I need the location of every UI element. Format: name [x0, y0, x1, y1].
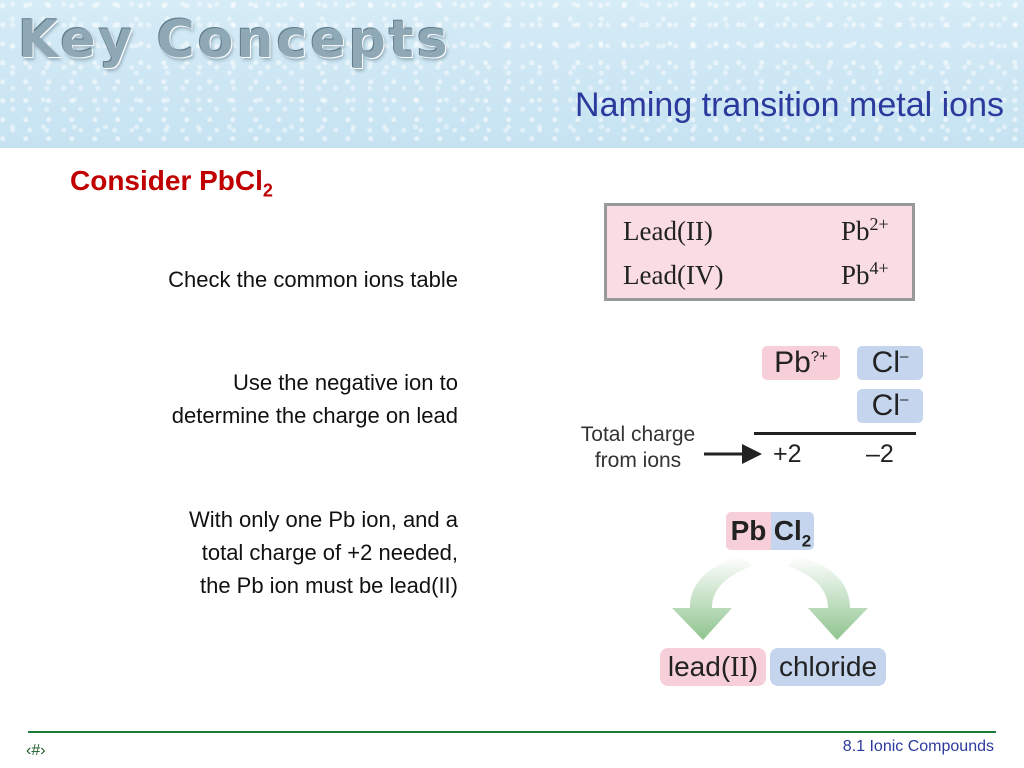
subtitle-subscript: 2 — [262, 180, 273, 201]
step-1: Check the common ions table — [38, 263, 458, 296]
note-line-2: from ions — [594, 449, 682, 472]
anion-chip-1: Cl– — [857, 346, 923, 380]
ion-symbol: Pb4+ — [841, 258, 889, 290]
note-line-1: Total charge — [580, 423, 696, 446]
step-2-line-2: determine the charge on lead — [171, 403, 458, 428]
left-curved-arrow-icon — [672, 556, 752, 640]
ions-table-row: Lead(IV) Pb4+ — [623, 258, 900, 300]
anion-name-chip: chloride — [770, 648, 886, 686]
step-1-line-1: Check the common ions table — [168, 267, 458, 292]
step-3-line-2: total charge of +2 needed, — [201, 540, 458, 565]
step-2-line-1: Use the negative ion to — [232, 370, 458, 395]
arrow-right-icon — [742, 444, 762, 464]
page-number: ‹#› — [26, 742, 46, 759]
ion-name: Lead(II) — [623, 216, 713, 246]
formula-anion-part: Cl2 — [771, 512, 814, 551]
cation-total-charge: +2 — [773, 440, 802, 468]
anion-chip-2: Cl– — [857, 389, 923, 423]
total-charge-note: Total charge from ions — [558, 422, 718, 474]
header-banner: Key Concepts Naming transition metal ion… — [0, 0, 1024, 148]
common-ions-table: Lead(II) Pb2+ Lead(IV) Pb4+ — [604, 203, 915, 301]
ions-table-row: Lead(II) Pb2+ — [623, 214, 900, 256]
cation-name-chip: lead(II) — [660, 648, 766, 686]
brand-title: Key Concepts — [18, 10, 451, 70]
subtitle-text: Consider PbCl — [70, 165, 263, 196]
formula-cation-part: Pb — [726, 512, 771, 550]
step-3-line-3: the Pb ion must be lead(II) — [199, 573, 458, 598]
step-3-line-1: With only one Pb ion, and a — [188, 507, 458, 532]
footer-section: 8.1 Ionic Compounds — [842, 738, 994, 755]
ion-symbol: Pb2+ — [841, 214, 889, 246]
sum-line — [754, 432, 916, 435]
step-2: Use the negative ion to determine the ch… — [38, 366, 458, 432]
footer-divider — [28, 731, 996, 733]
cation-chip: Pb?+ — [762, 346, 840, 380]
slide-title: Naming transition metal ions — [575, 86, 1004, 124]
step-3: With only one Pb ion, and a total charge… — [38, 503, 458, 602]
ion-name: Lead(IV) — [623, 260, 724, 290]
anion-total-charge: –2 — [866, 440, 894, 468]
slide-subtitle: Consider PbCl2 — [70, 165, 273, 202]
right-curved-arrow-icon — [788, 556, 868, 640]
